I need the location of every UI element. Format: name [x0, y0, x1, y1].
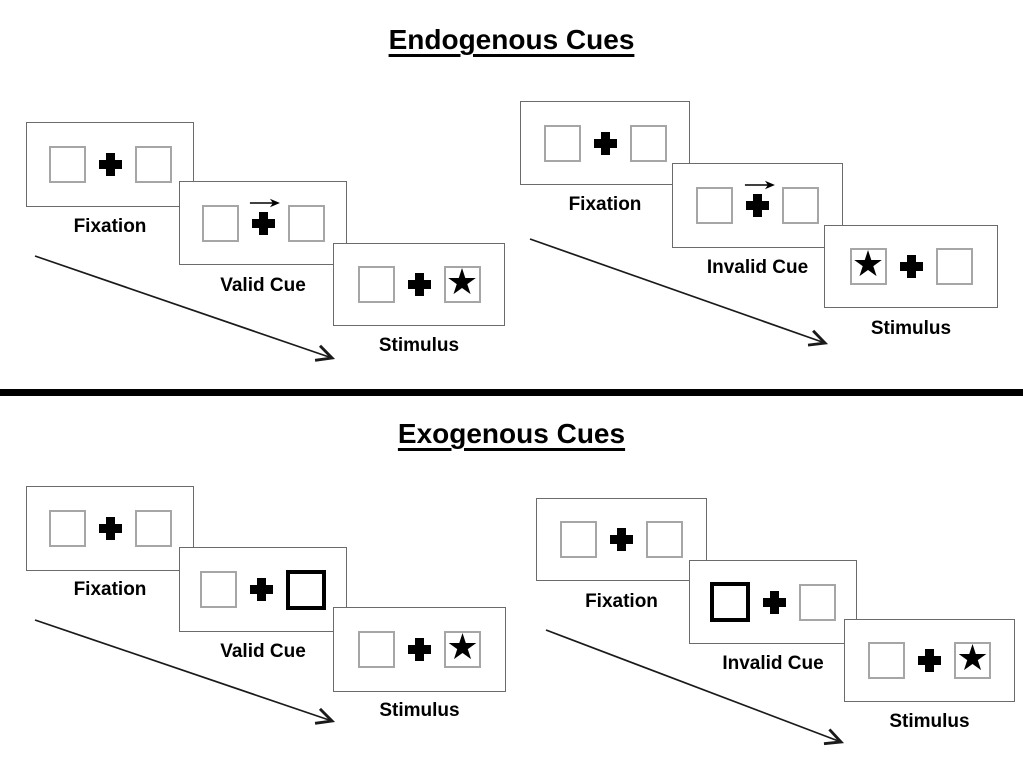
panel-label: Stimulus [870, 318, 952, 339]
panel-label: Invalid Cue [706, 257, 809, 278]
panel-label: Fixation [585, 591, 658, 612]
panel-stimulus: ★ [824, 225, 998, 308]
panel-valid-cue [179, 547, 347, 632]
panel-invalid-cue [689, 560, 857, 644]
placeholder-box-right [799, 583, 836, 621]
panel-label: Valid Cue [220, 641, 306, 662]
panel-valid-cue [179, 181, 347, 265]
target-box-right: ★ [954, 638, 991, 679]
fixation-cross-icon [593, 131, 617, 155]
panel-label: Stimulus [378, 335, 460, 356]
cue-box-right [286, 569, 326, 610]
panel-stimulus: ★ [333, 607, 506, 692]
panel-fixation [520, 101, 690, 185]
panel-label: Stimulus [379, 700, 460, 721]
placeholder-box-left [868, 642, 905, 679]
placeholder-box-left [543, 124, 581, 162]
fixation-cross-icon [746, 194, 769, 217]
panel-label: Stimulus [889, 711, 970, 732]
placeholder-box-right [646, 521, 683, 558]
panel-stimulus: ★ [333, 243, 505, 326]
panel-fixation [26, 122, 194, 207]
placeholder-box-left [357, 266, 395, 303]
fixation-cross-icon [407, 273, 431, 296]
placeholder-box-right [782, 187, 819, 224]
placeholder-box-left [560, 521, 597, 558]
time-arrow [34, 255, 336, 362]
section-divider [0, 389, 1023, 396]
placeholder-box-left [48, 146, 86, 183]
placeholder-box-right [629, 124, 667, 162]
time-arrow [34, 619, 336, 725]
time-arrow [545, 629, 845, 746]
fixation-cross-icon [899, 255, 923, 278]
section-title-endogenous: Endogenous Cues [388, 24, 635, 55]
fixation-cross-icon [98, 153, 122, 176]
fixation-cross-icon [98, 517, 122, 540]
placeholder-box-right [134, 510, 172, 547]
star-icon: ★ [851, 244, 885, 285]
target-box-right: ★ [443, 262, 481, 303]
placeholder-box-right [134, 146, 172, 183]
panel-fixation [26, 486, 194, 571]
placeholder-box-left [358, 631, 395, 668]
time-arrow [529, 238, 829, 347]
cue-arrow-icon [744, 180, 775, 190]
panel-fixation [536, 498, 707, 581]
placeholder-box-left [200, 571, 237, 608]
panel-label: Valid Cue [220, 275, 306, 296]
panel-invalid-cue [672, 163, 843, 248]
star-icon: ★ [956, 638, 989, 679]
fixation-cross-icon [918, 649, 941, 672]
placeholder-box-left [48, 510, 86, 547]
panel-label: Fixation [73, 216, 147, 237]
target-box-left: ★ [849, 244, 887, 285]
placeholder-box-left [201, 204, 239, 242]
panel-label: Fixation [73, 579, 147, 600]
fixation-cross-icon [251, 211, 275, 235]
panel-stimulus: ★ [844, 619, 1015, 702]
fixation-cross-icon [408, 638, 431, 661]
fixation-cross-icon [763, 590, 786, 614]
star-icon: ★ [445, 262, 479, 303]
cue-box-left [710, 582, 750, 622]
fixation-cross-icon [250, 578, 273, 601]
placeholder-box-left [696, 187, 733, 224]
target-box-right: ★ [444, 627, 481, 668]
star-icon: ★ [446, 627, 479, 668]
panel-label: Invalid Cue [722, 653, 824, 674]
panel-label: Fixation [568, 194, 642, 215]
placeholder-box-right [935, 248, 973, 285]
placeholder-box-right [287, 204, 325, 242]
cue-arrow-icon [249, 198, 280, 207]
section-title-exogenous: Exogenous Cues [397, 418, 626, 449]
fixation-cross-icon [610, 528, 633, 551]
